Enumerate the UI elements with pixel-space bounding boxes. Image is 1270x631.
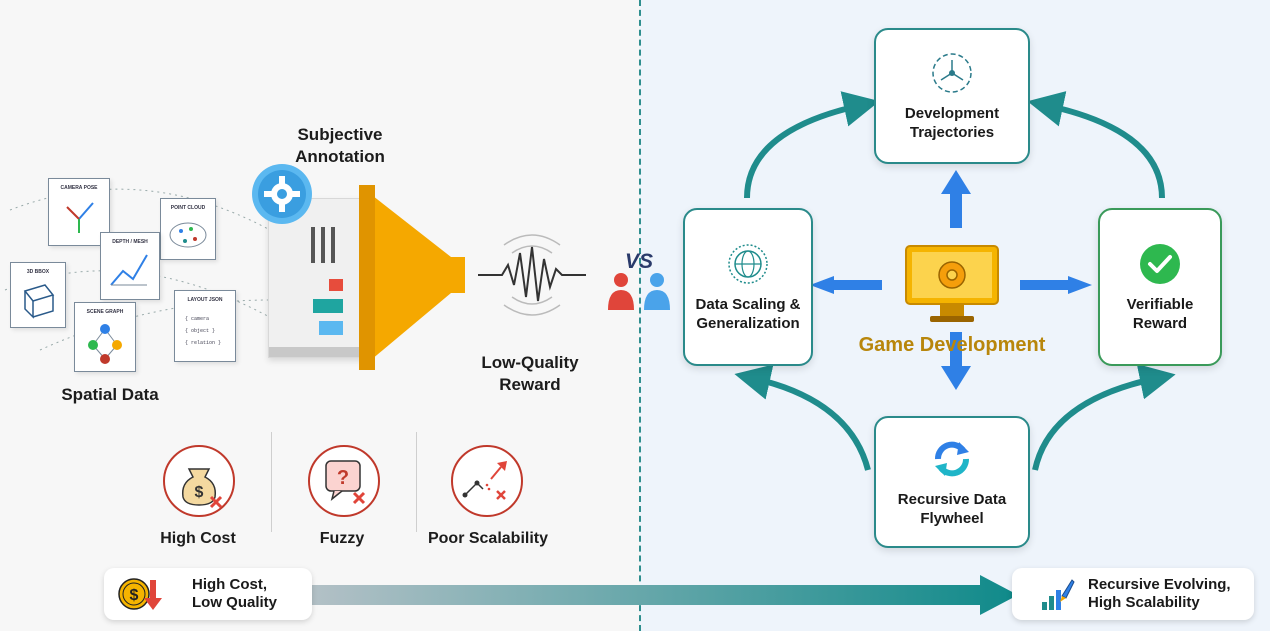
cycle-arrows: [734, 91, 1176, 471]
globe-icon: [728, 244, 768, 284]
doc-title: CAMERA POSE: [60, 185, 98, 191]
node-label: Development Trajectories: [904, 105, 1000, 141]
depth-mesh-doc: DEPTH / MESH: [100, 232, 160, 300]
svg-text:?: ?: [337, 467, 349, 489]
question-bubble-x-icon: ?: [308, 445, 380, 517]
point-cloud-doc: POINT CLOUD: [160, 198, 216, 260]
machine-bar: [311, 227, 315, 263]
svg-text:$: $: [130, 587, 139, 604]
svg-text:$: $: [195, 484, 204, 501]
graph-icon: [88, 324, 122, 364]
person-icons: [608, 273, 670, 310]
node-data-scaling: Data Scaling & Generalization: [683, 208, 813, 366]
bottom-right-pill: Recursive Evolving, High Scalability: [1012, 568, 1254, 620]
cube-icon: [23, 284, 55, 319]
doc-title: SCENE GRAPH: [86, 309, 124, 315]
annotation-machine: [268, 198, 365, 358]
node-development-trajectories: Development Trajectories: [874, 28, 1030, 164]
bbox-doc: 3D BBOX: [10, 262, 66, 328]
node-label: Data Scaling & Generalization: [695, 296, 801, 332]
waveform-icon: [478, 234, 586, 316]
node-recursive-flywheel: Recursive Data Flywheel: [874, 416, 1030, 548]
scene-graph-doc: SCENE GRAPH: [74, 302, 136, 372]
machine-block-blue: [319, 321, 343, 335]
annotation-label: Subjective Annotation: [295, 125, 385, 166]
bottom-progress-arrow: [290, 575, 1018, 615]
bottom-right-text: Recursive Evolving, High Scalability: [1088, 576, 1231, 611]
node-label: Recursive Data Flywheel: [897, 491, 1007, 527]
funnel-shape: [359, 185, 465, 370]
bottom-left-pill: $ High Cost, Low Quality: [104, 568, 312, 620]
blue-arrows: [810, 170, 1092, 390]
json-line: { relation }: [185, 340, 222, 346]
machine-block-red: [329, 279, 343, 291]
layout-json-doc: LAYOUT JSON { camera { object } { relati…: [174, 290, 236, 362]
rocket-chart-icon: [1042, 579, 1075, 610]
node-label: Verifiable Reward: [1126, 296, 1194, 332]
doc-title: LAYOUT JSON: [187, 297, 223, 303]
doc-title: 3D BBOX: [26, 269, 50, 275]
low-quality-reward-label: Low-Quality Reward: [481, 353, 579, 394]
machine-bar: [321, 227, 325, 263]
cons-separator: [416, 432, 417, 532]
con-label-poor-scalability: Poor Scalability: [427, 530, 549, 547]
json-line: { object }: [185, 328, 216, 334]
machine-bar: [331, 227, 335, 263]
cons-separator: [271, 432, 272, 532]
doc-title: DEPTH / MESH: [112, 239, 148, 245]
vs-label: VS: [625, 250, 654, 273]
camera-pose-doc: CAMERA POSE: [48, 178, 110, 246]
machine-base: [269, 347, 364, 357]
checkmark-icon: [1140, 244, 1180, 284]
divider-line: [639, 0, 641, 631]
monitor-gear-icon: [905, 245, 999, 322]
con-label-fuzzy: Fuzzy: [319, 530, 365, 547]
json-line: { camera: [185, 316, 210, 322]
broken-growth-icon: [451, 445, 523, 517]
refresh-icon: [935, 441, 969, 477]
bottom-left-text: High Cost, Low Quality: [192, 576, 278, 611]
gear-icon: [252, 164, 312, 224]
node-verifiable-reward: Verifiable Reward: [1098, 208, 1222, 366]
spatial-data-label: Spatial Data: [61, 385, 159, 404]
coin-down-icon: $: [118, 578, 162, 610]
doc-title: POINT CLOUD: [170, 205, 206, 211]
camera-axes-icon: [66, 202, 94, 233]
mesh-icon: [110, 254, 148, 286]
trajectory-icon: [932, 53, 972, 93]
machine-block-teal: [313, 299, 343, 313]
point-cloud-icon: [169, 222, 207, 248]
json-lines: { camera { object } { relation }: [185, 313, 221, 349]
con-label-high-cost: High Cost: [160, 530, 236, 547]
money-bag-x-icon: $: [163, 445, 235, 517]
game-development-label: Game Development: [858, 334, 1046, 356]
